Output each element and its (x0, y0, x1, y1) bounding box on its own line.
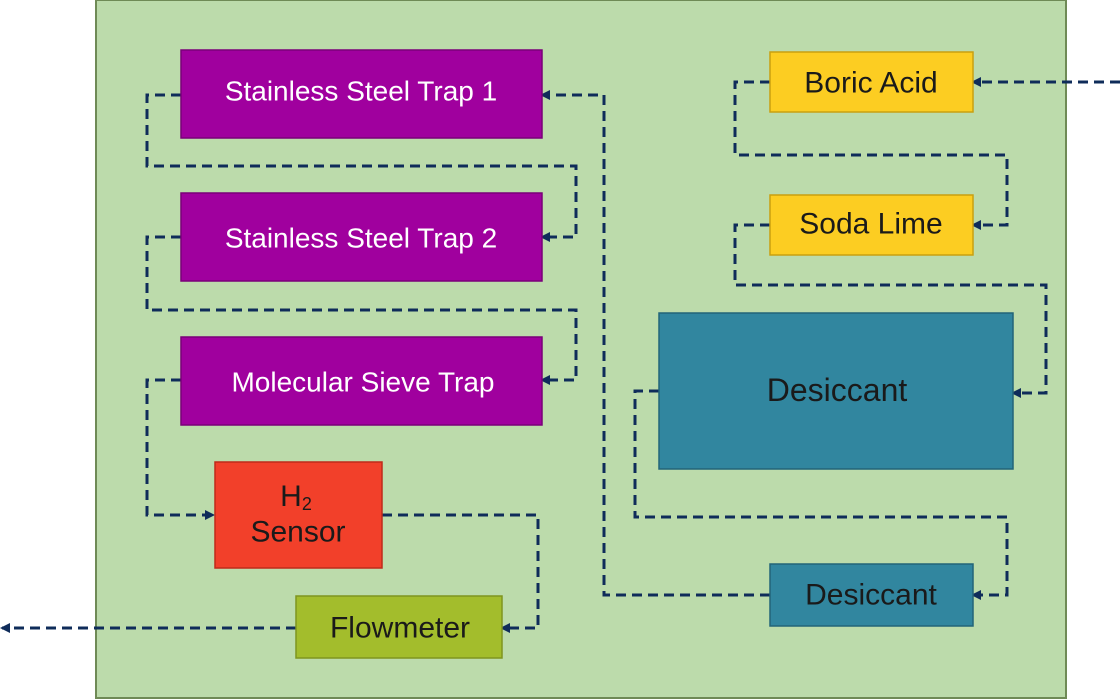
h2-subscript: 2 (302, 494, 312, 514)
h2-label-line2: Sensor (250, 516, 345, 549)
node-sieve: Molecular Sieve Trap (180, 336, 543, 426)
node-boric-acid: Boric Acid (769, 51, 974, 113)
node-desiccant-small: Desiccant (769, 563, 974, 627)
trap2-box (180, 192, 543, 282)
node-h2-sensor: H2 Sensor (214, 461, 383, 569)
trap2-label: Stainless Steel Trap 2 (225, 223, 497, 254)
h2-label: H2 (280, 480, 312, 515)
soda-box (769, 194, 974, 256)
h2-box (214, 461, 383, 569)
connector-desiccant1-to-desiccant2 (633, 389, 1009, 600)
connector-group (0, 77, 1120, 633)
sieve-label: Molecular Sieve Trap (231, 367, 494, 398)
sieve-box (180, 336, 543, 426)
node-soda-lime: Soda Lime (769, 194, 974, 256)
connector-trap1-to-trap2 (145, 93, 578, 242)
node-flowmeter: Flowmeter (295, 595, 503, 659)
boric-label: Boric Acid (804, 67, 937, 100)
flowmeter-box (295, 595, 503, 659)
node-trap1: Stainless Steel Trap 1 (180, 49, 543, 139)
soda-label: Soda Lime (799, 208, 942, 241)
flowmeter-label: Flowmeter (330, 612, 470, 645)
desiccant2-box (769, 563, 974, 627)
boric-box (769, 51, 974, 113)
connector-sieve-to-h2 (145, 378, 215, 520)
node-trap2: Stainless Steel Trap 2 (180, 192, 543, 282)
trap1-box (180, 49, 543, 139)
trap1-label: Stainless Steel Trap 1 (225, 76, 497, 107)
connector-desiccant2-to-trap1 (540, 90, 770, 597)
connector-trap2-to-sieve (145, 235, 578, 385)
h2-symbol: H (280, 480, 302, 513)
desiccant2-label: Desiccant (805, 579, 937, 612)
node-desiccant-large: Desiccant (658, 312, 1014, 470)
connector-boric-to-soda (733, 80, 1009, 230)
connector-soda-to-desiccant1 (733, 223, 1048, 398)
connector-h2-to-flowmeter (382, 513, 540, 633)
desiccant1-box (658, 312, 1014, 470)
desiccant1-label: Desiccant (767, 372, 908, 408)
